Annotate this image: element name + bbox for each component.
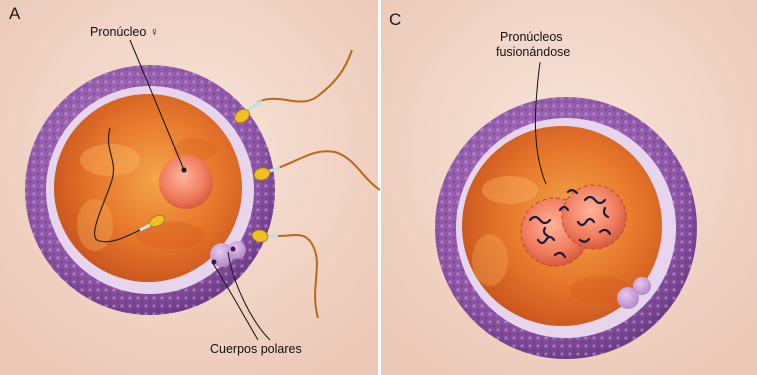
oocyte-a [25, 65, 275, 315]
female-pronucleus-c [562, 185, 626, 249]
zygote-c [435, 97, 697, 359]
leader-dot-pronucleus [182, 168, 187, 173]
fusing-pronuclei-label-2: fusionándose [496, 45, 570, 59]
panel-c-letter: C [389, 10, 401, 29]
panel-divider [378, 0, 381, 375]
female-pronucleus [159, 155, 213, 209]
polar-body-c-2 [633, 277, 651, 295]
fusing-pronuclei-label-1: Pronúcleos [500, 30, 563, 44]
polar-body-2 [228, 241, 246, 259]
polar-bodies-label: Cuerpos polares [210, 342, 302, 356]
polar-body-dot-2 [231, 247, 236, 252]
female-pronucleus-label: Pronúcleo ♀ [90, 25, 159, 39]
panel-a-letter: A [9, 4, 21, 23]
